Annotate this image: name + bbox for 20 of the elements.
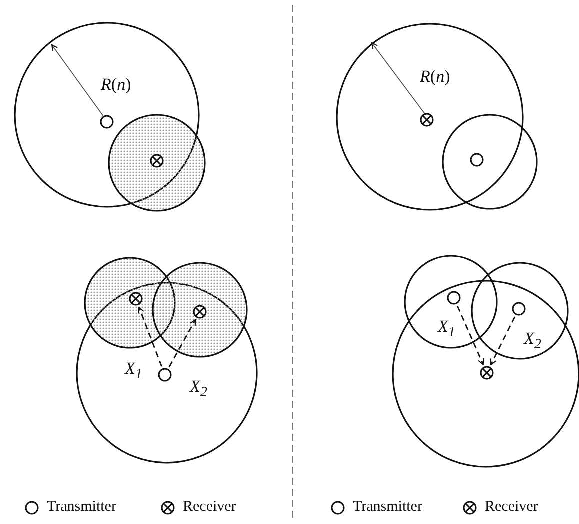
crossed-circle-node — [193, 305, 207, 319]
radius-label: R(n) — [420, 68, 450, 85]
crossed-circle-node — [129, 292, 143, 306]
crossed-circle-node — [480, 366, 494, 380]
legend-text: Receiver — [183, 500, 236, 515]
dashed-arrow — [490, 316, 516, 366]
edge-label: X$_{1}$ — [438, 318, 456, 340]
legend-text: Transmitter — [353, 500, 422, 515]
edge-label: X$_{2}$ — [524, 330, 542, 352]
small-circle-node — [158, 368, 172, 382]
small-circle-node — [512, 302, 526, 316]
dashed-arrow — [456, 306, 484, 366]
small-circle-node — [447, 291, 461, 305]
edge-label: X$_{2}$ — [190, 378, 208, 400]
legend-text: Receiver — [485, 500, 538, 515]
radius-label: R(n) — [101, 76, 132, 93]
legend-text: Transmitter — [47, 500, 116, 515]
edge-label: X$_{1}$ — [125, 360, 142, 382]
dashed-arrow — [138, 306, 162, 367]
dashed-arrow — [168, 319, 196, 368]
